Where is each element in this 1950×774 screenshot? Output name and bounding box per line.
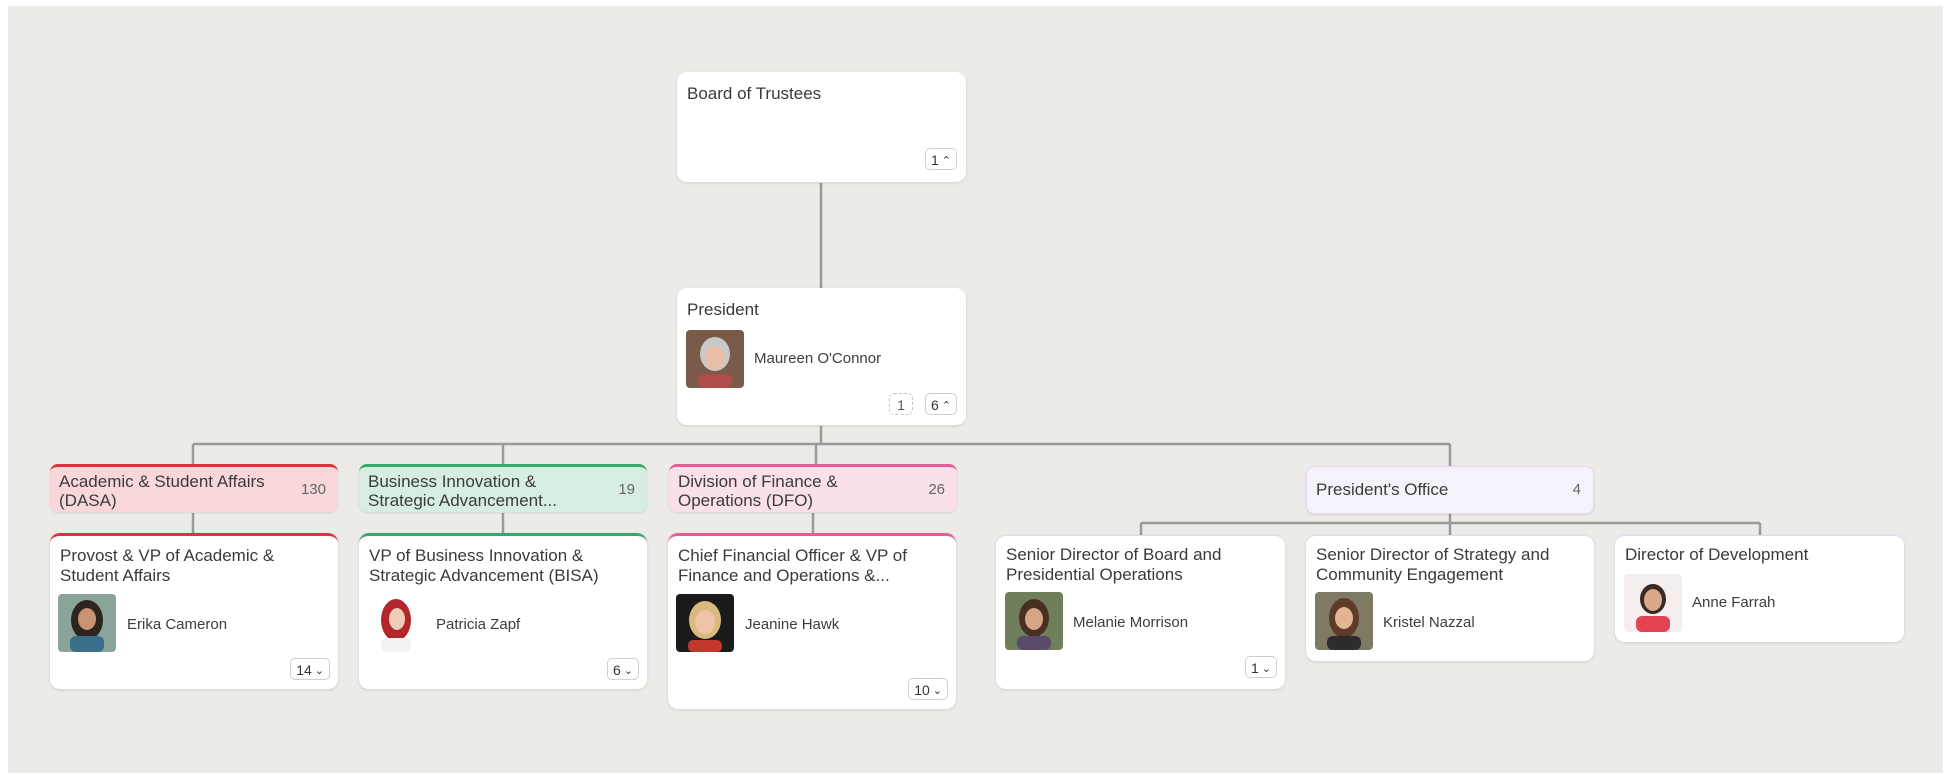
board-of-trustees-card[interactable]: Board of Trustees 1⌃ bbox=[677, 72, 966, 182]
person-name: Anne Farrah bbox=[1692, 594, 1776, 611]
expand-button[interactable]: 14⌄ bbox=[290, 658, 330, 680]
card-title: President bbox=[687, 300, 759, 319]
expand-button[interactable]: 6⌃ bbox=[924, 393, 957, 415]
group-title: President's Office bbox=[1316, 480, 1449, 499]
expand-button[interactable]: 1⌃ bbox=[924, 148, 957, 170]
chevron-down-icon: ⌄ bbox=[623, 665, 633, 677]
badge-count: 6 bbox=[612, 662, 621, 678]
person-name: Erika Cameron bbox=[127, 616, 228, 633]
card-title: Board of Trustees bbox=[687, 84, 822, 103]
group-title: Academic & Student Affairs (DASA) bbox=[59, 472, 265, 510]
role-card-development[interactable]: Director of Development Anne Farrah bbox=[1615, 535, 1904, 642]
group-count: 26 bbox=[928, 481, 945, 498]
role-card-board-operations[interactable]: Senior Director of Board and Presidentia… bbox=[996, 535, 1285, 689]
group-title: Division of Finance & Operations (DFO) bbox=[678, 472, 838, 510]
card-title: Director of Development bbox=[1625, 545, 1809, 564]
group-bisa[interactable]: Business Innovation & Strategic Advancem… bbox=[359, 464, 647, 512]
badge-count: 6 bbox=[930, 397, 939, 413]
avatar bbox=[676, 594, 734, 652]
group-title: Business Innovation & Strategic Advancem… bbox=[368, 472, 557, 510]
person-name: Patricia Zapf bbox=[436, 616, 521, 633]
avatar bbox=[1315, 592, 1373, 650]
expand-button[interactable]: 10⌄ bbox=[908, 678, 948, 700]
badge-count: 10 bbox=[914, 682, 930, 698]
group-count: 19 bbox=[618, 481, 635, 498]
avatar bbox=[1005, 592, 1063, 650]
group-presidents-office[interactable]: President's Office 4 bbox=[1306, 466, 1594, 514]
president-card[interactable]: President Maureen O'Connor 1 6⌃ bbox=[677, 288, 966, 425]
person-name: Jeanine Hawk bbox=[745, 616, 840, 633]
avatar bbox=[367, 594, 425, 652]
group-dasa[interactable]: Academic & Student Affairs (DASA) 130 bbox=[50, 464, 338, 512]
avatar bbox=[686, 330, 744, 388]
badge-count: 1 bbox=[930, 152, 939, 168]
badge-count: 1 bbox=[897, 397, 905, 413]
chevron-up-icon: ⌃ bbox=[941, 155, 951, 167]
chevron-up-icon: ⌃ bbox=[941, 400, 951, 412]
avatar bbox=[1624, 574, 1682, 632]
group-count: 4 bbox=[1572, 481, 1581, 498]
role-card-strategy[interactable]: Senior Director of Strategy and Communit… bbox=[1306, 535, 1594, 661]
expand-button[interactable]: 1⌄ bbox=[1244, 656, 1277, 678]
badge-count: 1 bbox=[1250, 660, 1259, 676]
card-title: Senior Director of Strategy and Communit… bbox=[1316, 545, 1550, 584]
card-title: Provost & VP of Academic & Student Affai… bbox=[60, 546, 275, 585]
card-title: Senior Director of Board and Presidentia… bbox=[1006, 545, 1222, 584]
group-count: 130 bbox=[300, 481, 326, 498]
person-name: Melanie Morrison bbox=[1073, 614, 1189, 631]
badge-count: 14 bbox=[296, 662, 312, 678]
avatar bbox=[58, 594, 116, 652]
role-card-vp-bisa[interactable]: VP of Business Innovation & Strategic Ad… bbox=[359, 533, 647, 689]
card-title: VP of Business Innovation & Strategic Ad… bbox=[369, 546, 599, 585]
role-card-cfo[interactable]: Chief Financial Officer & VP of Finance … bbox=[668, 533, 956, 709]
card-title: Chief Financial Officer & VP of Finance … bbox=[678, 546, 907, 585]
group-dfo[interactable]: Division of Finance & Operations (DFO) 2… bbox=[669, 464, 957, 512]
role-card-provost[interactable]: Provost & VP of Academic & Student Affai… bbox=[50, 533, 338, 689]
expand-button[interactable]: 6⌄ bbox=[606, 658, 639, 680]
chevron-down-icon: ⌄ bbox=[1261, 663, 1271, 675]
chevron-down-icon: ⌄ bbox=[932, 685, 942, 697]
person-name: Maureen O'Connor bbox=[754, 350, 882, 367]
chevron-down-icon: ⌄ bbox=[314, 665, 324, 677]
assistant-count-badge[interactable]: 1 bbox=[889, 393, 913, 415]
person-name: Kristel Nazzal bbox=[1383, 614, 1475, 631]
